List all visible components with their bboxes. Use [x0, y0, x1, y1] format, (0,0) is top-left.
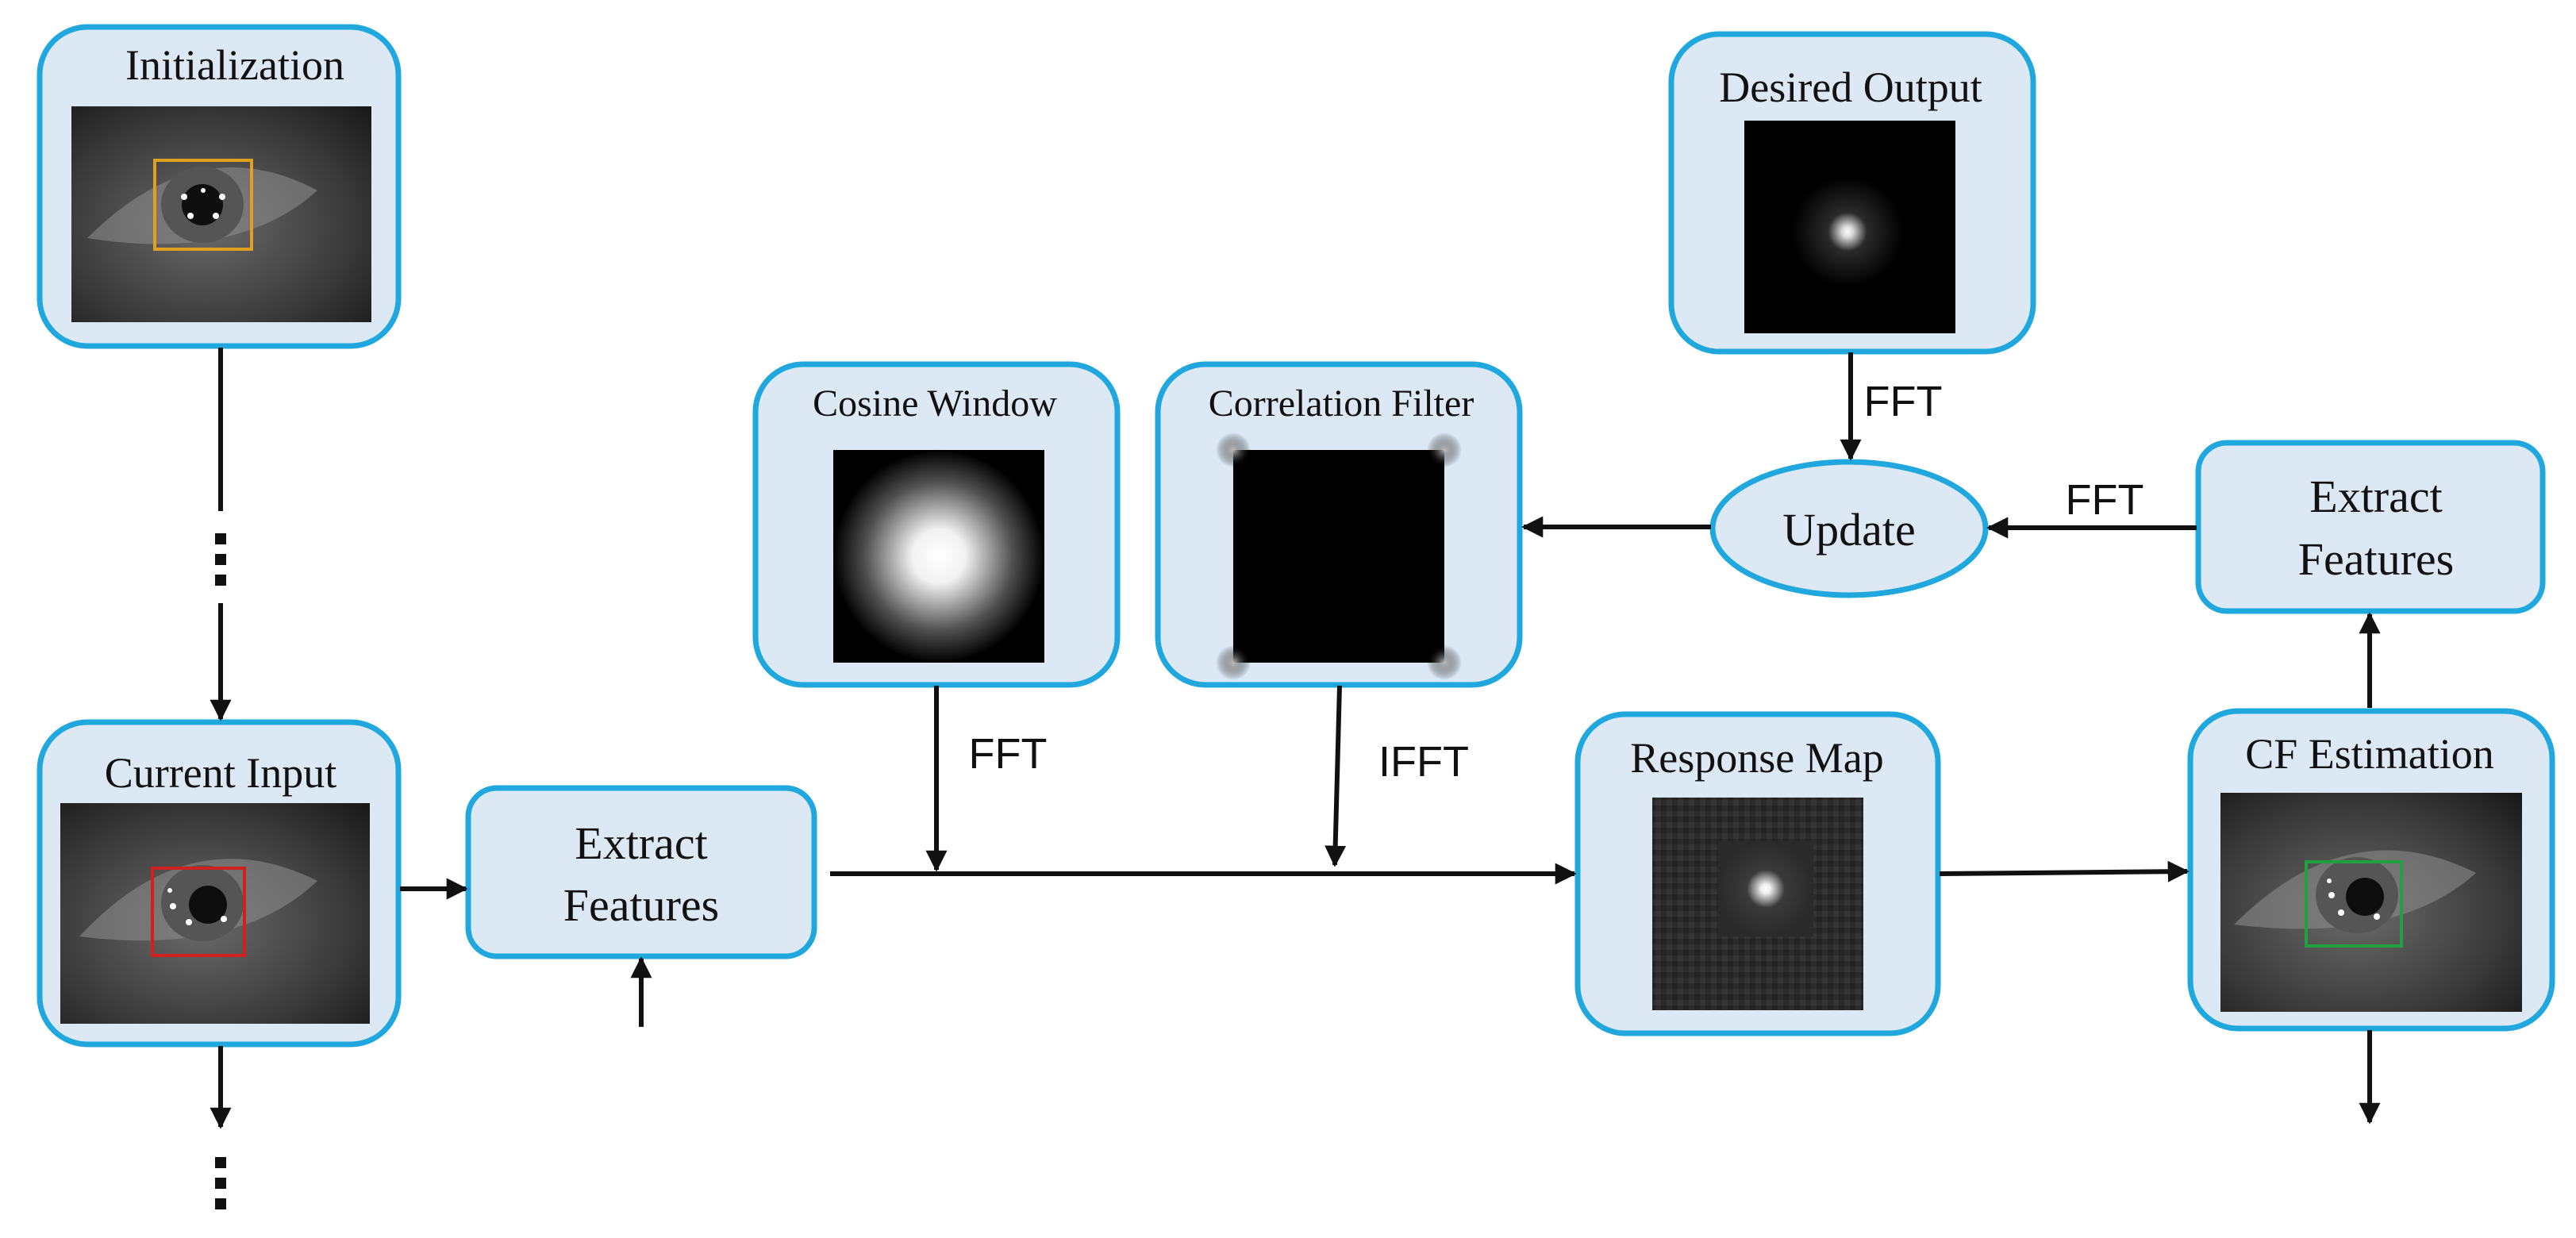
current-input-eye-image: [60, 803, 370, 1024]
extract-features-right-line2: Features: [2298, 533, 2455, 585]
cosine-window-node: Cosine Window: [752, 361, 1121, 688]
correlation-filter-image: [1216, 433, 1462, 680]
initialization-title: Initialization: [125, 41, 344, 89]
current-input-node: Current Input: [37, 719, 402, 1048]
initialization-roi-box: [153, 159, 253, 251]
extract-features-right-line1: Extract: [2309, 471, 2442, 522]
cf-estimation-title: CF Estimation: [2245, 730, 2494, 778]
correlation-filter-node: Correlation Filter: [1155, 361, 1523, 688]
desired-output-node: Desired Output: [1668, 31, 2036, 355]
desired-output-image: [1744, 121, 1955, 333]
current-input-title: Current Input: [105, 749, 336, 797]
cosine-window-image: [833, 450, 1044, 663]
edge-correlation-down: [1325, 685, 1347, 867]
label-fft-cosine: FFT: [969, 730, 1048, 778]
initialization-node: Initialization: [37, 24, 402, 349]
label-fft-desired: FFT: [1864, 378, 1943, 425]
edge-response-to-cf: [1939, 860, 2190, 882]
edges: [210, 348, 2381, 1209]
initialization-eye-image: [71, 106, 371, 322]
ellipsis-dots-top: [215, 533, 226, 586]
update-node: Update: [1709, 459, 1989, 598]
update-title: Update: [1782, 504, 1916, 556]
response-map-node: Response Map: [1574, 711, 1941, 1036]
ellipsis-dots-bottom: [215, 1157, 226, 1209]
response-map-image: [1652, 798, 1863, 1010]
extract-features-left-node: Extract Features: [465, 785, 817, 959]
response-map-title: Response Map: [1630, 734, 1883, 782]
correlation-filter-title: Correlation Filter: [1209, 383, 1474, 425]
extract-features-right-node: Extract Features: [2195, 440, 2546, 614]
label-ifft-correlation: IFFT: [1378, 738, 1469, 786]
extract-features-left-line1: Extract: [575, 817, 707, 869]
cf-estimation-eye-image: [2220, 793, 2522, 1012]
label-fft-features: FFT: [2066, 476, 2144, 524]
cosine-window-title: Cosine Window: [813, 383, 1057, 425]
cf-estimation-roi-box: [2305, 860, 2403, 948]
extract-features-left-line2: Features: [563, 879, 720, 931]
cf-estimation-node: CF Estimation: [2187, 708, 2555, 1032]
current-input-roi-box: [151, 867, 246, 957]
desired-output-title: Desired Output: [1719, 63, 1982, 111]
